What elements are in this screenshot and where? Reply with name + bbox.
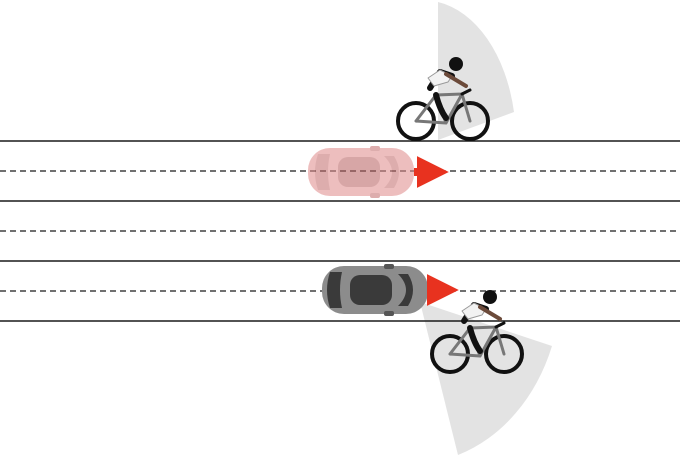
cyclist-icon-top <box>396 57 490 141</box>
car-icon-top <box>308 146 414 198</box>
car-icon-bottom <box>322 264 428 316</box>
cyclist-icon-bottom <box>430 290 524 374</box>
sensor-cone-icon-bottom <box>420 302 552 455</box>
